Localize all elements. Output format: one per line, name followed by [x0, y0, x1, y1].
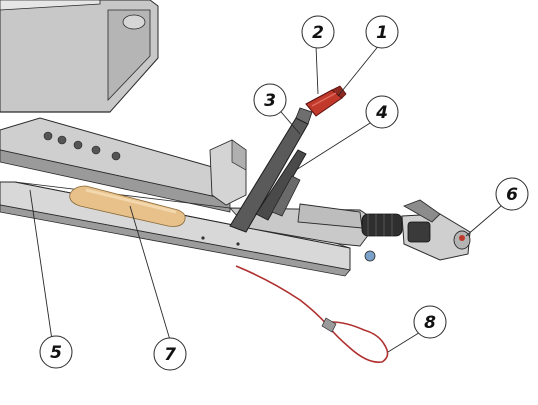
callout-6: 6 [495, 177, 529, 211]
callout-3: 3 [253, 83, 287, 117]
trailer-body [0, 0, 159, 113]
callout-1: 1 [365, 15, 399, 49]
callout-8: 8 [413, 305, 447, 339]
callout-4-label: 4 [375, 103, 388, 123]
brake-damper [297, 203, 403, 262]
callout-8-label: 8 [424, 313, 436, 333]
callout-5-label: 5 [50, 343, 62, 363]
callout-7-label: 7 [164, 345, 176, 365]
callout-4: 4 [365, 95, 399, 129]
chassis-frame [0, 117, 247, 213]
hand-brake-lever [229, 107, 313, 233]
breakaway-cable [235, 265, 389, 364]
callout-5: 5 [39, 335, 73, 369]
handle-grip [305, 85, 347, 117]
coupling-head [401, 199, 471, 261]
callout-6-label: 6 [506, 185, 518, 205]
lever-strut [255, 149, 307, 221]
callout-2: 2 [301, 15, 335, 49]
callout-3-label: 3 [264, 91, 276, 111]
callout-2-label: 2 [312, 23, 324, 43]
callout-7: 7 [153, 337, 187, 371]
callout-1-label: 1 [376, 23, 388, 43]
drawbar-cover [69, 185, 186, 227]
leader-lines [29, 43, 509, 353]
